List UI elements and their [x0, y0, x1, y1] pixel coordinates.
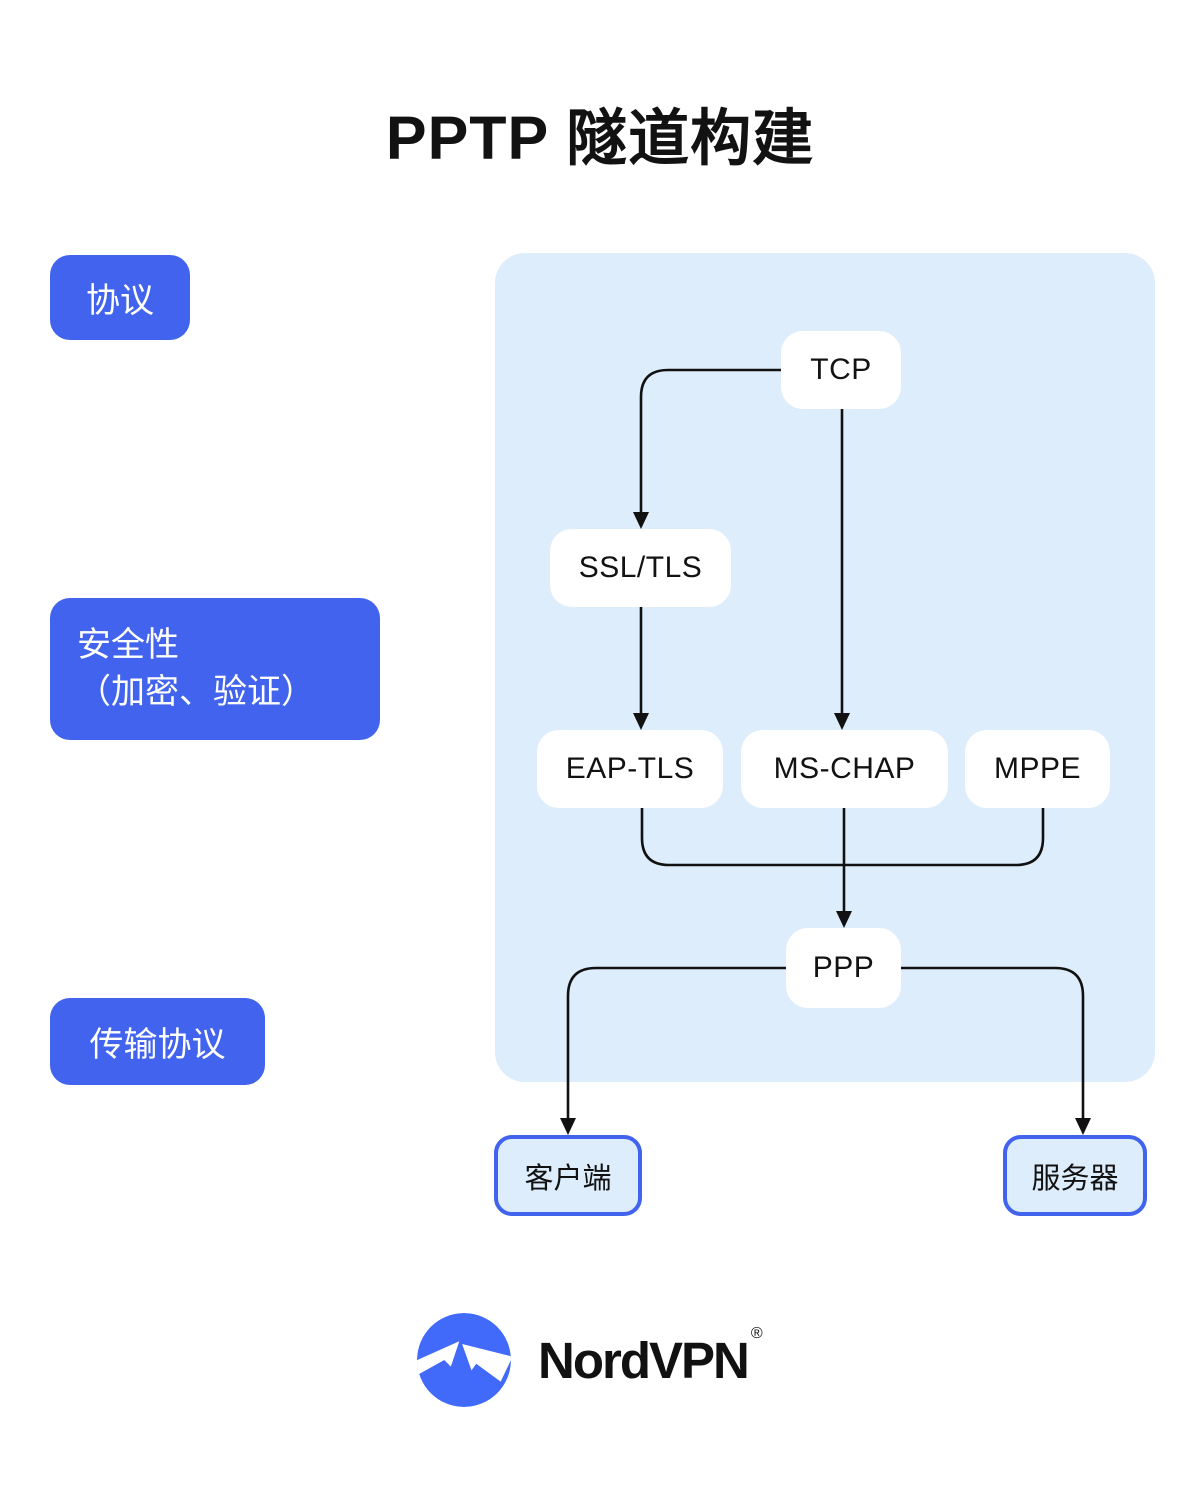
label-protocol-text: 协议 [86, 282, 154, 320]
node-ssl-tls: SSL/TLS [550, 529, 731, 607]
node-server-label: 服务器 [1031, 1162, 1119, 1195]
nordvpn-brand-text: NordVPN [538, 1331, 750, 1389]
node-ssl-tls-label: SSL/TLS [578, 551, 703, 584]
label-protocol: 协议 [50, 255, 190, 340]
nordvpn-logo: NordVPN® [417, 1313, 763, 1407]
node-eap-tls-label: EAP-TLS [565, 752, 695, 785]
node-tcp-label: TCP [810, 353, 872, 386]
page-title: PPTP 隧道构建 [385, 104, 815, 172]
label-security-line1: 安全性 [77, 626, 179, 665]
node-mppe-label: MPPE [993, 752, 1082, 785]
node-ms-chap: MS-CHAP [741, 730, 948, 808]
node-client: 客户端 [494, 1135, 642, 1216]
node-tcp: TCP [781, 331, 901, 409]
node-ppp: PPP [786, 928, 901, 1008]
node-server: 服务器 [1003, 1135, 1147, 1216]
nordvpn-logo-icon [417, 1313, 511, 1407]
node-eap-tls: EAP-TLS [537, 730, 723, 808]
node-client-label: 客户端 [524, 1162, 612, 1195]
node-ms-chap-label: MS-CHAP [773, 752, 916, 785]
arrow-down-icon [1075, 1118, 1091, 1135]
nordvpn-wordmark: NordVPN® [538, 1325, 763, 1390]
label-transport-text: 传输协议 [89, 1026, 226, 1064]
node-ppp-label: PPP [812, 951, 875, 984]
label-transport: 传输协议 [50, 998, 265, 1085]
arrow-down-icon [560, 1118, 576, 1135]
label-security-line2: （加密、验证） [77, 673, 315, 711]
registered-mark: ® [750, 1324, 763, 1342]
node-mppe: MPPE [965, 730, 1110, 808]
label-security: 安全性 （加密、验证） [50, 598, 380, 740]
